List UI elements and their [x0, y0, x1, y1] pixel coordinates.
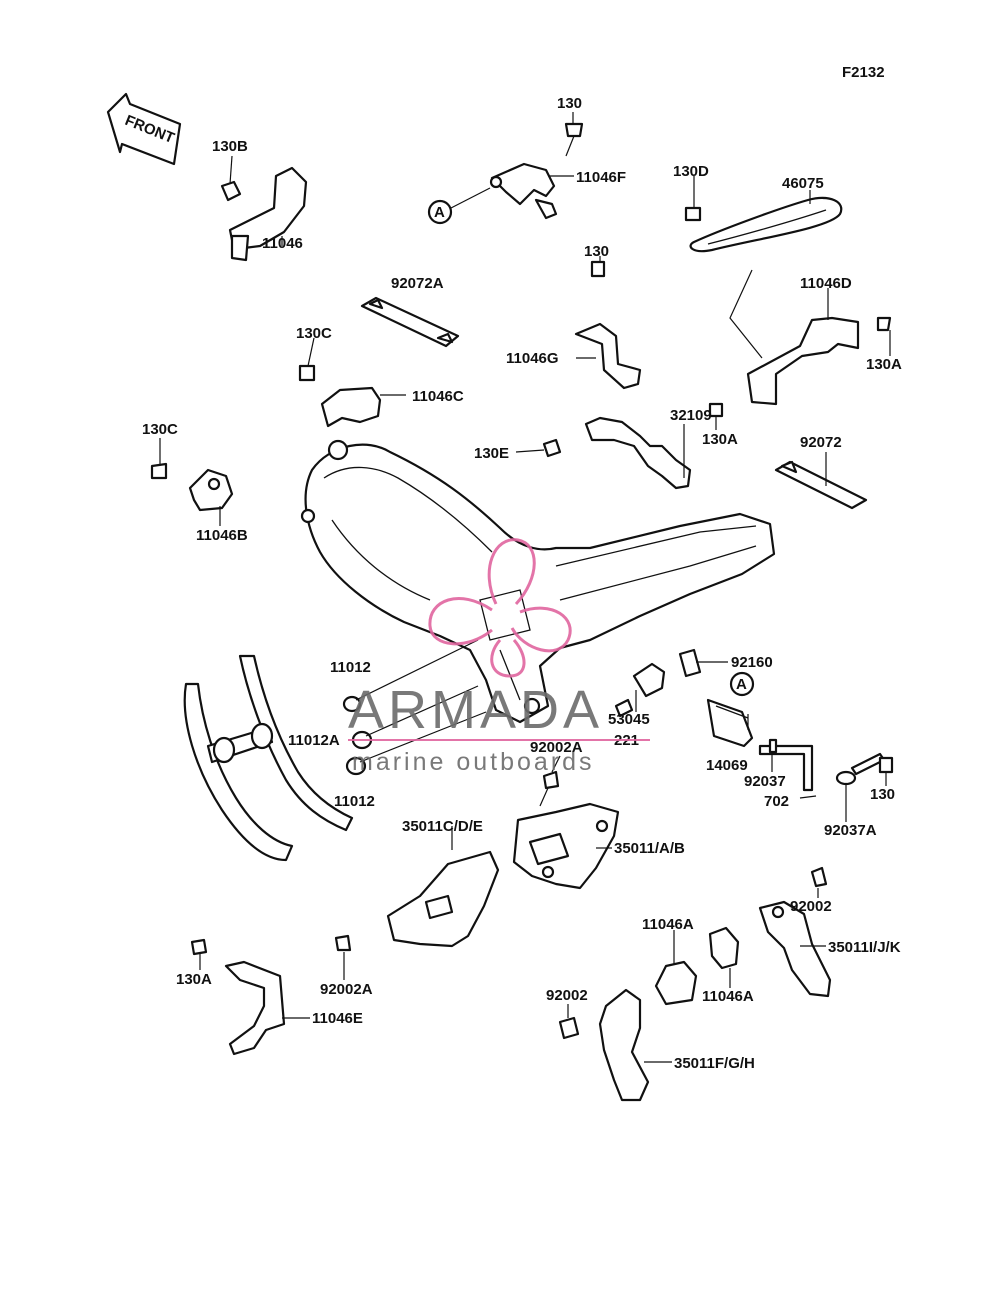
callout-label: 130 [557, 95, 582, 112]
bracket-11046d [708, 269, 892, 418]
bracket-32109 [542, 416, 692, 490]
callout-label: 11046E [312, 1010, 363, 1027]
svg-text:A: A [434, 204, 445, 221]
bracket-11046e [190, 938, 286, 1056]
callout-label: 92072A [391, 275, 444, 292]
leader-lines [159, 112, 891, 1063]
callout-label: 32109 [670, 407, 712, 424]
callout-label: 130 [870, 786, 895, 803]
callout-label: 130C [142, 421, 178, 438]
bracket-11046 [220, 166, 308, 262]
callout-label: 702 [764, 793, 789, 810]
callout-label: 11012 [334, 793, 375, 810]
callout-label: 130C [296, 325, 332, 342]
ref-marker-a-2: A [729, 671, 755, 697]
callout-label: 130E [474, 445, 509, 462]
callout-label: 130A [866, 356, 902, 373]
callout-label: 130A [176, 971, 212, 988]
callout-label: 92072 [800, 434, 842, 451]
figure-code: F2132 [842, 64, 885, 81]
brackets-11046a [654, 926, 740, 1006]
callout-label: 46075 [782, 175, 824, 192]
clip-92037a [835, 752, 894, 786]
down-tubes [183, 654, 354, 862]
callout-label: 14069 [706, 757, 748, 774]
callout-label: 11046A [642, 916, 694, 933]
callout-label: 11046G [506, 350, 559, 367]
callout-label: 35011I/J/K [828, 939, 901, 956]
footrest-bracket-35011fgh [558, 988, 650, 1102]
clamp-92160 [678, 648, 702, 678]
callout-label: 130 [584, 243, 609, 260]
callout-label: 92037 [744, 773, 786, 790]
svg-text:A: A [736, 676, 747, 693]
front-arrow: FRONT [106, 92, 182, 166]
watermark: ARMADA marine outboards [348, 538, 650, 776]
callout-label: 92037A [824, 822, 877, 839]
watermark-tagline: marine outboards [352, 748, 595, 776]
footrest-bracket-35011ijk [758, 866, 832, 998]
callout-label: 35011/A/B [614, 840, 685, 857]
hose-702 [758, 738, 814, 792]
callout-label: 11046F [576, 169, 626, 186]
strap-92072 [774, 460, 868, 510]
callout-label: 130D [673, 163, 709, 180]
regulator-14069 [706, 698, 754, 748]
bracket-11046b [150, 462, 234, 512]
callout-label: 11046D [800, 275, 852, 292]
footrest-bracket-35011cde [334, 850, 500, 952]
callout-label: 35011F/G/H [674, 1055, 755, 1072]
callout-label: 11046A [702, 988, 754, 1005]
callout-label: 53045 [608, 711, 650, 728]
bracket-11046f [489, 122, 584, 220]
callout-label: 92160 [731, 654, 773, 671]
callout-label: 35011C/D/E [402, 818, 483, 835]
watermark-brand: ARMADA [348, 680, 603, 740]
callout-label: 11012 [330, 659, 371, 676]
callout-label: 11046C [412, 388, 464, 405]
ref-marker-a-1: A [427, 187, 491, 225]
main-frame [300, 439, 776, 724]
callout-labels: 130 11046F 130B 11046 130D 46075 92072A … [142, 95, 902, 1072]
footrest-bracket-35011 [512, 770, 620, 890]
bracket-11046g [574, 260, 642, 390]
callout-label: 130B [212, 138, 248, 155]
callout-label: 92002A [320, 981, 373, 998]
callout-label: 92002A [530, 739, 583, 756]
watermark-logo-icon [428, 538, 572, 678]
collars-11012 [342, 639, 487, 776]
callout-label: 11012A [288, 732, 340, 749]
callout-label: 11046 [262, 235, 303, 252]
callout-label: 92002 [790, 898, 832, 915]
strap-92072a [360, 296, 460, 348]
bracket-11046c [298, 364, 382, 428]
callout-label: 130A [702, 431, 738, 448]
part-53045 [614, 662, 666, 718]
callout-label: 11046B [196, 527, 248, 544]
callout-label: 92002 [546, 987, 588, 1004]
grab-rail-46075 [684, 196, 843, 253]
